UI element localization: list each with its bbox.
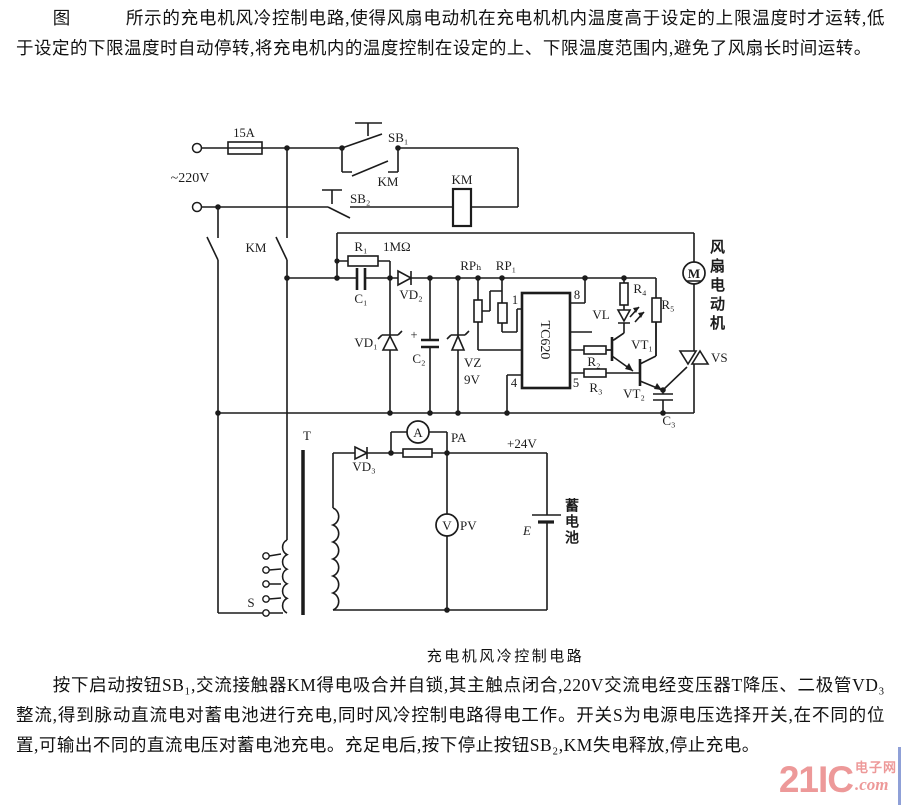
r3-label: R₃ xyxy=(589,380,602,395)
pin1-label: 1 xyxy=(512,293,518,307)
r2-resistor xyxy=(583,345,607,355)
c2-label: C₂ xyxy=(412,351,425,366)
pa-label: PA xyxy=(451,430,467,445)
voltmeter-letter: V xyxy=(442,518,452,533)
c2-capacitor xyxy=(421,338,439,349)
sb1-label: SB₁ xyxy=(388,130,408,145)
arrowheads xyxy=(625,307,662,390)
km-aux-label: KM xyxy=(378,174,399,189)
shunt-resistor xyxy=(402,448,433,458)
tap-4 xyxy=(262,595,270,603)
vd1-zener xyxy=(377,278,403,413)
c3-label: C₃ xyxy=(662,413,675,428)
pin5-label: 5 xyxy=(573,376,579,390)
sb2-label: SB₂ xyxy=(350,191,370,206)
tap-5 xyxy=(262,609,270,617)
vs-triac xyxy=(678,349,710,366)
r1-value: 1MΩ xyxy=(383,239,411,254)
r5-resistor xyxy=(651,297,662,323)
r5-label: R₅ xyxy=(661,297,674,312)
vd3-label: VD₃ xyxy=(352,459,375,474)
r4-label: R₄ xyxy=(633,281,647,296)
circles xyxy=(191,142,706,617)
sb2-button xyxy=(322,189,342,204)
r4-resistor xyxy=(619,282,629,306)
body-paragraph: 按下启动按钮SB₁,交流接触器KM得电吸合并自锁,其主触点闭合,220V交流电经… xyxy=(16,675,885,755)
vd3-diode xyxy=(333,445,391,461)
vz-value: 9V xyxy=(464,372,481,387)
ammeter-letter: A xyxy=(413,425,423,440)
vl-label: VL xyxy=(592,307,609,322)
terminal-top xyxy=(191,142,203,154)
voltmeter xyxy=(435,513,459,537)
watermark-domain: .com xyxy=(854,775,889,794)
km-main-contact-left xyxy=(206,207,263,614)
watermark-site: 电子网 xyxy=(854,760,897,775)
pv-label: PV xyxy=(460,518,477,533)
watermark: 21IC 电子网 .com xyxy=(779,761,897,798)
c1-label: C₁ xyxy=(354,291,367,306)
mains-label: ~220V xyxy=(171,171,210,186)
r1-label: R₁ xyxy=(354,239,367,254)
pin4-label: 4 xyxy=(511,376,518,390)
transformer-primary xyxy=(281,539,289,614)
km-main-contact-right xyxy=(275,148,288,540)
km-coil xyxy=(451,187,473,228)
page-edge-mark xyxy=(898,747,901,805)
tap-3 xyxy=(262,580,270,588)
battery-text-label: 蓄电池 xyxy=(563,498,578,546)
c1-capacitor xyxy=(355,268,367,290)
plus24-label: +24V xyxy=(507,436,537,451)
rph-pot xyxy=(473,299,483,323)
c3-capacitor xyxy=(653,366,688,413)
tap-connectors xyxy=(268,553,283,614)
vz-label: VZ xyxy=(464,355,481,370)
motor-letter: M xyxy=(688,266,700,281)
rph-label: RPₕ xyxy=(460,258,482,273)
transformer-secondary xyxy=(330,453,340,611)
vs-label: VS xyxy=(711,350,728,365)
vd2-diode xyxy=(397,269,656,287)
rph-pot-wires xyxy=(477,278,522,351)
transformer-label: T xyxy=(303,428,311,443)
km-aux-contact xyxy=(341,148,399,177)
vd2-label: VD₂ xyxy=(399,287,422,302)
terminal-bottom xyxy=(191,201,203,213)
fan-motor-label: 风扇电动机 xyxy=(708,239,724,334)
fuse-label: 15A xyxy=(233,126,255,140)
watermark-logo: 21IC xyxy=(778,759,854,800)
r2-label: R₂ xyxy=(587,354,600,369)
rp1-pot xyxy=(497,302,508,324)
rp1-pot-wires xyxy=(501,278,522,333)
fan-motor-symbol xyxy=(682,261,706,285)
schematic-labels: 15A ~220V SB₁ KM SB₂ KM KM R₁ 1MΩ C₁ VD₂… xyxy=(171,126,728,610)
selector-label: S xyxy=(247,595,254,610)
km-coil-label: KM xyxy=(452,172,473,187)
ammeter xyxy=(406,420,430,444)
r1-resistor xyxy=(347,255,379,267)
vz-zener xyxy=(446,278,470,413)
intro-paragraph: 图 所示的充电机风冷控制电路,使得风扇电动机在充电机机内温度高于设定的上限温度时… xyxy=(16,8,885,58)
figure-caption: 充电机风冷控制电路 xyxy=(426,649,585,665)
junction-dots xyxy=(215,145,666,613)
sb1-button xyxy=(341,122,383,149)
vt2-label: VT₂ xyxy=(623,386,645,401)
component-boxes xyxy=(227,141,662,458)
rp1-label: RP₁ xyxy=(496,258,516,273)
r3-resistor xyxy=(583,368,607,378)
pin8-label: 8 xyxy=(574,288,580,302)
c2-plus: + xyxy=(410,328,417,342)
battery-e-label: E xyxy=(522,523,531,538)
vd1-label: VD₁ xyxy=(354,335,377,350)
km-main-label: KM xyxy=(246,240,267,255)
ic-label: TC620 xyxy=(537,321,552,360)
vl-led xyxy=(613,309,632,341)
tap-1 xyxy=(262,552,270,560)
vt1-label: VT₁ xyxy=(631,337,653,352)
ic-tc620 xyxy=(520,291,572,390)
tap-2 xyxy=(262,566,270,574)
